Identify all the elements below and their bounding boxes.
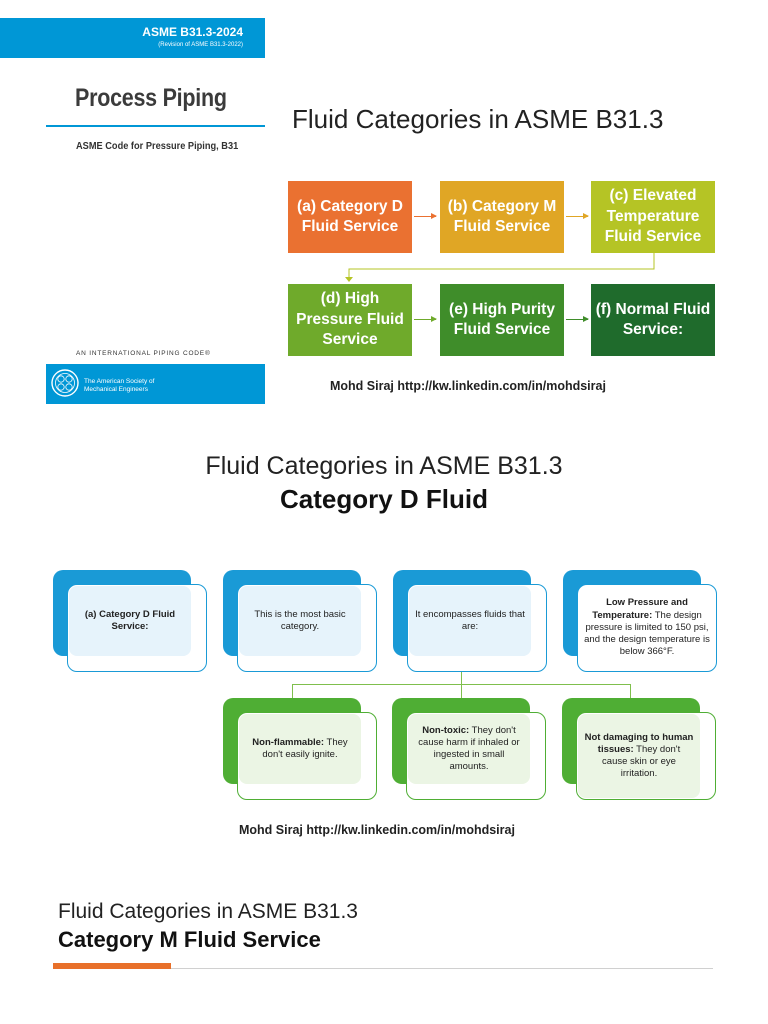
category-box-m: (b) Category M Fluid Service — [440, 181, 564, 253]
top-card-3-text: It encompasses fluids that are: — [415, 608, 525, 632]
bottom-card-2-text: They don't cause harm if inhaled or inge… — [418, 724, 520, 773]
slide3-title: Fluid Categories in ASME B31.3 — [58, 900, 358, 923]
top-card-4: Low Pressure and Temperature: The design… — [579, 586, 715, 670]
slide1-title: Fluid Categories in ASME B31.3 — [292, 104, 664, 134]
cover-logo-band: The American Society of Mechanical Engin… — [46, 364, 265, 404]
connector-line — [461, 684, 462, 698]
top-card-1: (a) Category D Fluid Service: — [69, 586, 191, 656]
bottom-card-3: Not damaging to human tissues: They don'… — [578, 714, 700, 798]
card-frame — [577, 584, 717, 672]
top-card-2-text: This is the most basic category. — [254, 608, 346, 632]
cover-title: Process Piping — [75, 84, 227, 112]
cover-divider — [46, 125, 265, 127]
arrow-right-icon — [414, 213, 437, 219]
bottom-card-2: Non-toxic: They don't cause harm if inha… — [408, 714, 530, 784]
category-box-high-purity: (e) High Purity Fluid Service — [440, 284, 564, 356]
connector-line — [461, 672, 462, 684]
category-box-elevated-temperature: (c) Elevated Temperature Fluid Service — [591, 181, 715, 253]
bottom-card-1-bold: Non-flammable: — [252, 736, 325, 748]
bottom-card-3-text: They don't cause skin or eye irritation. — [602, 743, 681, 780]
bottom-card-1: Non-flammable: They don't easily ignite. — [239, 714, 361, 784]
cover-revision: (Revision of ASME B31.3-2022) — [158, 42, 243, 48]
top-card-2: This is the most basic category. — [239, 586, 361, 656]
slide2-credit: Mohd Siraj http://kw.linkedin.com/in/moh… — [239, 823, 515, 837]
cover-society-line1: The American Society of — [84, 378, 155, 385]
top-card-1-text: (a) Category D Fluid Service: — [84, 608, 176, 632]
category-box-d: (a) Category D Fluid Service — [288, 181, 412, 253]
cover-series: AN INTERNATIONAL PIPING CODE® — [76, 350, 211, 357]
top-card-4-text: The design pressure is limited to 150 ps… — [584, 609, 710, 658]
bottom-card-2-bold: Non-toxic: — [422, 724, 470, 736]
slide2-title: Fluid Categories in ASME B31.3 — [205, 452, 563, 480]
bottom-card-3-bold: Not damaging to human tissues: — [584, 731, 694, 755]
arrow-right-icon — [414, 316, 437, 322]
cover-code: ASME B31.3-2024 — [142, 25, 243, 39]
cover-society-line2: Mechanical Engineers — [84, 386, 148, 393]
arrow-right-icon — [566, 316, 589, 322]
top-card-3: It encompasses fluids that are: — [409, 586, 531, 656]
connector-line — [292, 684, 293, 698]
cover-society: The American Society of Mechanical Engin… — [84, 378, 154, 394]
asme-logo-icon — [51, 369, 79, 397]
top-card-4-bold: Low Pressure and Temperature: — [592, 597, 688, 621]
wrap-arrow-icon — [345, 253, 655, 282]
bottom-card-1-text: They don't easily ignite. — [262, 736, 348, 760]
connector-line — [630, 684, 631, 698]
book-cover: ASME B31.3-2024 (Revision of ASME B31.3-… — [0, 0, 265, 405]
cover-top-band: ASME B31.3-2024 (Revision of ASME B31.3-… — [0, 18, 265, 58]
accent-bar — [53, 963, 171, 969]
category-box-high-pressure: (d) High Pressure Fluid Service — [288, 284, 412, 356]
slide1-credit: Mohd Siraj http://kw.linkedin.com/in/moh… — [330, 379, 606, 393]
slide3-heading: Category M Fluid Service — [58, 927, 321, 952]
category-box-normal: (f) Normal Fluid Service: — [591, 284, 715, 356]
divider-rule — [171, 968, 713, 969]
arrow-right-icon — [566, 213, 589, 219]
slide2-heading: Category D Fluid — [279, 484, 488, 514]
cover-subtitle: ASME Code for Pressure Piping, B31 — [76, 140, 239, 152]
